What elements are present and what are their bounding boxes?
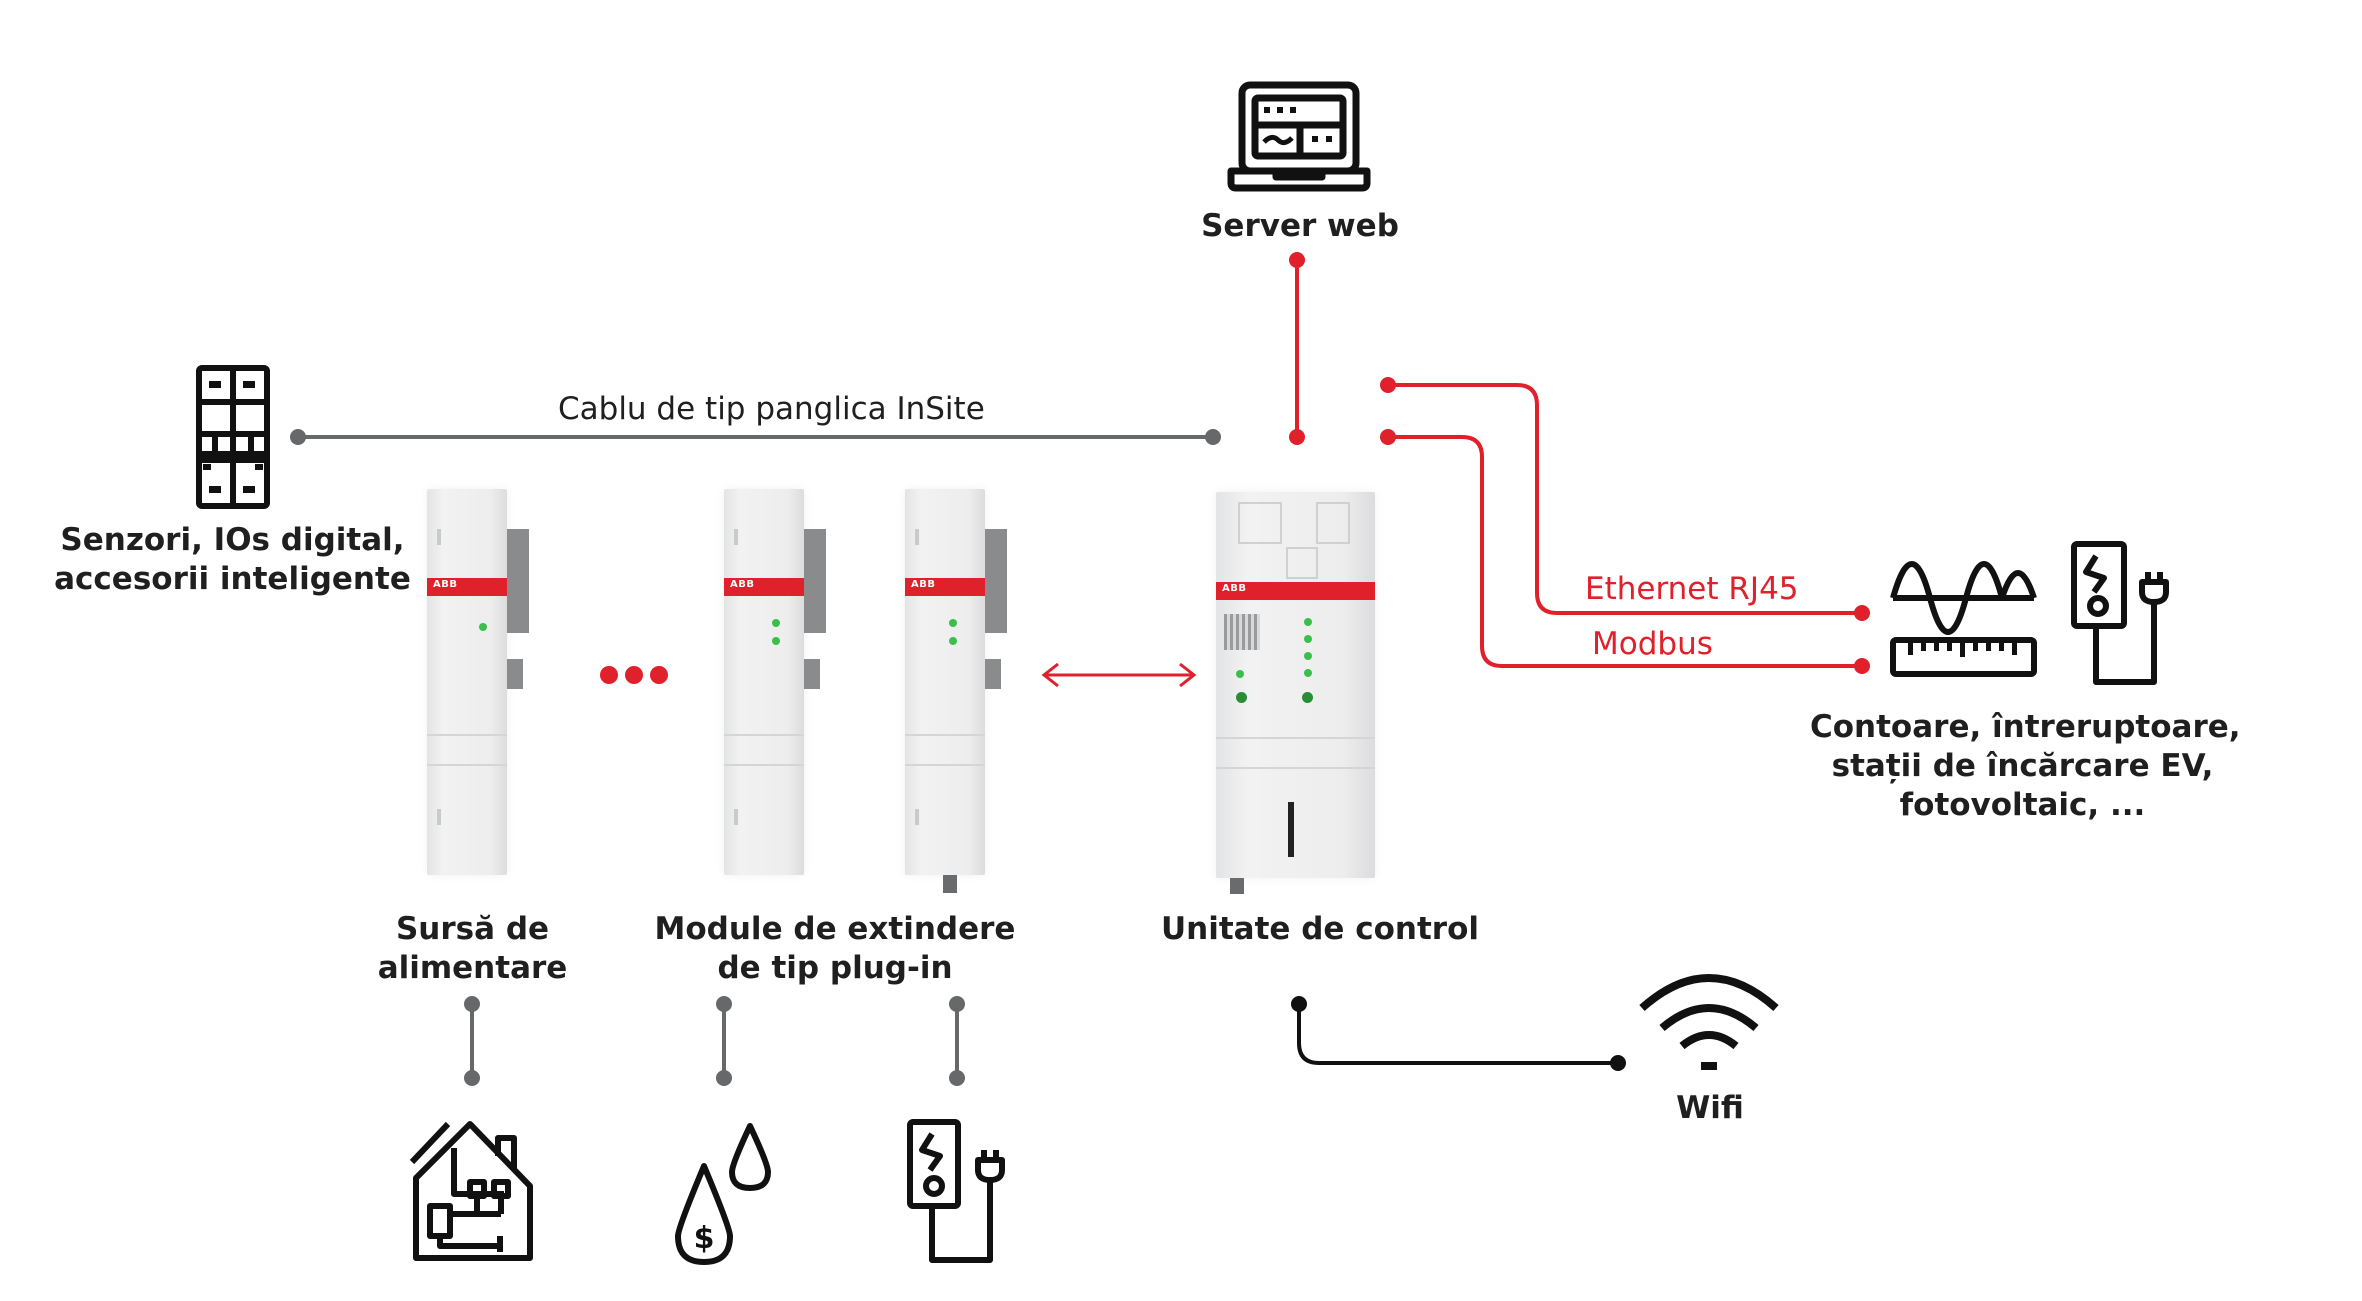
- sensors-label: Senzori, IOs digital, accesorii intelige…: [40, 521, 425, 599]
- din-clip: [804, 529, 826, 633]
- sd-card-slot: [1288, 802, 1294, 857]
- status-led: [949, 619, 957, 627]
- status-led: [1304, 669, 1312, 677]
- ethernet-label: Ethernet RJ45: [1585, 571, 1799, 607]
- meters-label: Contoare, întreruptoare, stații de încăr…: [1810, 708, 2241, 825]
- extension-modules-label-line-2: de tip plug-in: [717, 950, 953, 986]
- extension-module-2: ABB: [905, 489, 1007, 893]
- abb-logo: ABB: [730, 579, 755, 590]
- ribbon-cable-line: [290, 429, 1221, 445]
- qr-code: [1224, 614, 1260, 650]
- brand-stripe: ABB: [905, 578, 985, 596]
- status-led: [479, 623, 487, 631]
- status-led: [949, 637, 957, 645]
- modbus-line: [1380, 429, 1870, 674]
- more-modules-ellipsis: [600, 666, 668, 684]
- dollar-sign: $: [694, 1221, 715, 1256]
- power-supply-module: ABB: [427, 489, 529, 875]
- meters-label-line-2: stații de încărcare EV,: [1831, 748, 2214, 784]
- sensors-label-line-1: Senzori, IOs digital,: [60, 522, 405, 558]
- wifi-label: Wifi: [1676, 1090, 1744, 1126]
- control-unit: ABB: [1216, 492, 1375, 894]
- power-supply-label: Sursă de alimentare: [350, 910, 595, 988]
- web-server-label: Server web: [1201, 208, 1399, 244]
- connector-plug: [1230, 878, 1244, 894]
- din-latch: [985, 659, 1001, 689]
- din-clip: [507, 529, 529, 633]
- modbus-start-dot: [1380, 429, 1396, 445]
- din-clip: [985, 529, 1007, 633]
- status-led: [772, 619, 780, 627]
- control-unit-label: Unitate de control: [1160, 911, 1480, 947]
- ethernet-line: [1380, 377, 1870, 621]
- wifi-link-start-dot: [1291, 996, 1307, 1012]
- web-bottom-dot: [1289, 429, 1305, 445]
- brand-stripe: ABB: [1216, 582, 1375, 600]
- wifi-icon: [1639, 974, 1779, 1070]
- status-led: [1304, 635, 1312, 643]
- module-connector-1: [716, 996, 732, 1086]
- extension-modules-label-line-1: Module de extindere: [654, 911, 1016, 947]
- connector-plug: [943, 875, 957, 893]
- meters-label-line-3: fotovoltaic, ...: [1899, 787, 2146, 823]
- abb-logo: ABB: [911, 579, 936, 590]
- water-cost-icon: $: [675, 1123, 771, 1265]
- din-latch: [804, 659, 820, 689]
- power-supply-label-line-2: alimentare: [377, 950, 568, 986]
- button-led: [1236, 692, 1247, 703]
- brand-stripe: ABB: [724, 578, 804, 596]
- psu-connector: [464, 996, 480, 1086]
- circuit-breaker-icon: [196, 365, 270, 509]
- web-top-dot: [1289, 252, 1305, 268]
- laptop-icon: [1227, 81, 1371, 192]
- terminal-block: [1316, 502, 1350, 544]
- ribbon-cable-label: Cablu de tip panglica InSite: [558, 391, 985, 427]
- modbus-label: Modbus: [1592, 626, 1713, 662]
- extension-module-1: ABB: [724, 489, 826, 875]
- status-led: [1304, 618, 1312, 626]
- terminal-block: [1238, 502, 1282, 544]
- modbus-end-dot: [1854, 658, 1870, 674]
- wifi-link-line: [1291, 996, 1626, 1071]
- power-supply-label-line-1: Sursă de: [395, 911, 550, 947]
- ethernet-start-dot: [1380, 377, 1396, 393]
- ev-charger-icon: [2071, 541, 2169, 685]
- ribbon-left-dot: [290, 429, 306, 445]
- meters-label-line-1: Contoare, întreruptoare,: [1810, 709, 2241, 745]
- sensors-label-line-2: accesorii inteligente: [54, 561, 411, 597]
- button-led: [1302, 692, 1313, 703]
- abb-logo: ABB: [1222, 583, 1247, 594]
- bidirectional-arrow: [1041, 662, 1197, 688]
- brand-stripe: ABB: [427, 578, 507, 596]
- sine-meter-icon: [1890, 561, 2037, 677]
- terminal-block: [1286, 547, 1318, 579]
- wifi-link-end-dot: [1610, 1055, 1626, 1071]
- smart-home-icon: [409, 1121, 533, 1261]
- wifi-led: [1236, 670, 1244, 678]
- ethernet-end-dot: [1854, 605, 1870, 621]
- din-latch: [507, 659, 523, 689]
- abb-logo: ABB: [433, 579, 458, 590]
- status-led: [772, 637, 780, 645]
- web-connection: [1289, 252, 1305, 445]
- ev-charger-icon: [907, 1119, 1005, 1263]
- bottom-connectors: [464, 996, 965, 1086]
- module-connector-2: [949, 996, 965, 1086]
- status-led: [1304, 652, 1312, 660]
- extension-modules-label: Module de extindere de tip plug-in: [650, 910, 1020, 988]
- ribbon-right-dot: [1205, 429, 1221, 445]
